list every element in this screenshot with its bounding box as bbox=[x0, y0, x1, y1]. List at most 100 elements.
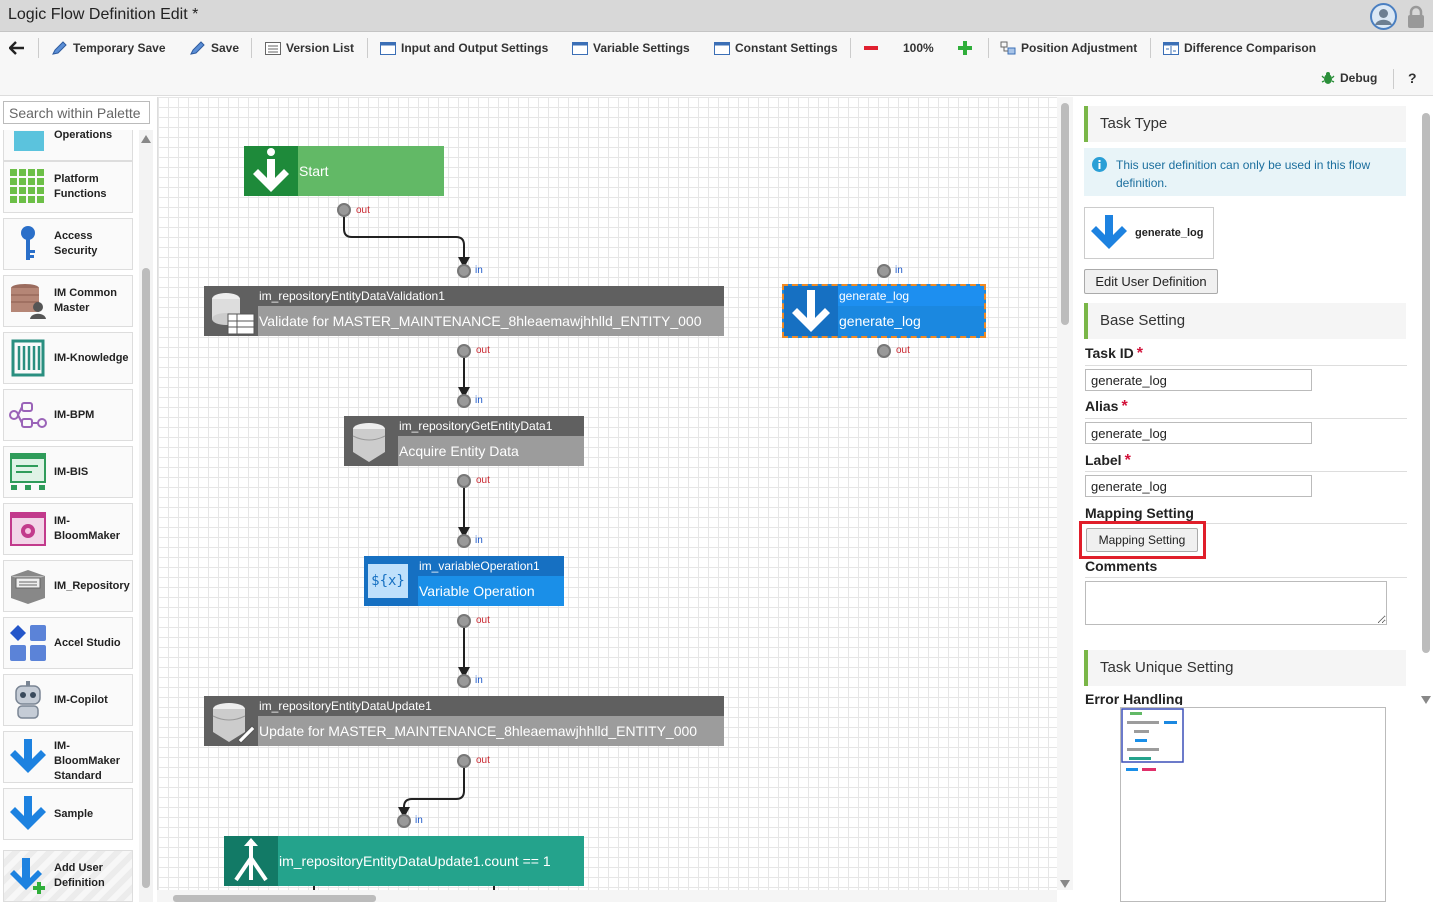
scroll-down-icon[interactable] bbox=[1060, 880, 1070, 888]
list-icon bbox=[265, 41, 281, 55]
window-title: Logic Flow Definition Edit * bbox=[8, 6, 199, 23]
out-port[interactable] bbox=[457, 474, 471, 488]
label-input[interactable] bbox=[1085, 475, 1312, 497]
palette-search-input[interactable] bbox=[3, 101, 150, 124]
out-port[interactable] bbox=[877, 344, 891, 358]
position-adjustment-button[interactable]: Position Adjustment bbox=[1000, 33, 1137, 63]
toolbar-divider bbox=[1393, 69, 1394, 89]
common-master-icon bbox=[11, 284, 46, 319]
in-port-label: in bbox=[415, 815, 423, 826]
task-generate-log[interactable]: generate_log generate_log bbox=[782, 284, 986, 338]
debug-label: Debug bbox=[1340, 71, 1378, 85]
scroll-up-icon[interactable] bbox=[141, 135, 151, 143]
palette-item-label: IM Common Master bbox=[54, 287, 117, 314]
in-port[interactable] bbox=[457, 264, 471, 278]
pen-icon bbox=[52, 41, 67, 55]
palette-item-sample[interactable]: Sample bbox=[3, 788, 133, 840]
alias-input[interactable] bbox=[1085, 422, 1312, 444]
start-node[interactable]: Start bbox=[244, 146, 444, 196]
title-bar: Logic Flow Definition Edit * bbox=[0, 0, 1433, 32]
in-port[interactable] bbox=[397, 814, 411, 828]
out-port[interactable] bbox=[457, 614, 471, 628]
properties-scrollbar[interactable] bbox=[1420, 109, 1432, 705]
palette-item-bis[interactable]: IM-BIS bbox=[3, 446, 133, 498]
canvas-horizontal-scrollbar[interactable] bbox=[157, 890, 1057, 902]
info-text: This user definition can only be used in… bbox=[1116, 158, 1371, 190]
knowledge-icon bbox=[11, 339, 45, 377]
scroll-down-icon[interactable] bbox=[1421, 696, 1431, 704]
key-icon bbox=[21, 226, 35, 260]
save-button[interactable]: Save bbox=[190, 33, 239, 63]
palette-item-label: Access Security bbox=[54, 230, 98, 257]
back-button[interactable] bbox=[9, 33, 25, 63]
save-label: Save bbox=[211, 41, 240, 55]
minimap-preview bbox=[1121, 708, 1184, 771]
palette-item-common-master[interactable]: IM Common Master bbox=[3, 275, 133, 327]
palette-item-accel-studio[interactable]: Accel Studio bbox=[3, 617, 133, 669]
flow-canvas[interactable]: Start out in im_repositoryEntityDataVali… bbox=[157, 97, 1057, 890]
variable-settings-button[interactable]: Variable Settings bbox=[572, 33, 690, 63]
palette-item-platform-functions[interactable]: Platform Functions bbox=[3, 161, 133, 213]
user-avatar-icon[interactable] bbox=[1370, 3, 1397, 30]
zoom-level: 100% bbox=[903, 41, 934, 55]
debug-button[interactable]: Debug bbox=[1321, 63, 1377, 93]
bug-icon bbox=[1321, 72, 1335, 84]
task-get-entity-data[interactable]: im_repositoryGetEntityData1 Acquire Enti… bbox=[344, 416, 584, 466]
task-variable-operation[interactable]: ${x} im_variableOperation1 Variable Oper… bbox=[364, 556, 564, 606]
in-port[interactable] bbox=[457, 674, 471, 688]
version-list-button[interactable]: Version List bbox=[265, 33, 354, 63]
palette-item-copilot[interactable]: IM-Copilot bbox=[3, 674, 133, 726]
start-icon bbox=[244, 146, 298, 196]
field-divider bbox=[1085, 471, 1407, 472]
constant-settings-button[interactable]: Constant Settings bbox=[714, 33, 838, 63]
difference-comparison-button[interactable]: Difference Comparison bbox=[1163, 33, 1316, 63]
palette-scroll-thumb[interactable] bbox=[142, 268, 150, 888]
palette-item-access-security[interactable]: Access Security bbox=[3, 218, 133, 270]
repository-validation-icon bbox=[204, 286, 258, 336]
task-update[interactable]: im_repositoryEntityDataUpdate1 Update fo… bbox=[204, 696, 724, 746]
comments-textarea[interactable] bbox=[1085, 581, 1387, 625]
minus-icon bbox=[864, 46, 878, 50]
toolbar-divider bbox=[367, 38, 368, 58]
edit-user-definition-button[interactable]: Edit User Definition bbox=[1084, 269, 1218, 294]
out-port[interactable] bbox=[337, 203, 351, 217]
palette-item-operations[interactable]: Operations bbox=[3, 130, 133, 161]
zoom-out-button[interactable] bbox=[864, 33, 878, 63]
label-label: Label* bbox=[1085, 452, 1131, 470]
add-user-definition-icon bbox=[10, 858, 45, 894]
palette-item-label: Add User Definition bbox=[54, 862, 105, 889]
temporary-save-button[interactable]: Temporary Save bbox=[52, 33, 166, 63]
task-id-input[interactable] bbox=[1085, 369, 1312, 391]
in-port[interactable] bbox=[457, 534, 471, 548]
task-condition[interactable]: im_repositoryEntityDataUpdate1.count == … bbox=[224, 836, 584, 886]
palette-item-bloommaker-standard[interactable]: IM-BloomMaker Standard bbox=[3, 731, 133, 783]
temporary-save-label: Temporary Save bbox=[73, 41, 166, 55]
help-button[interactable]: ? bbox=[1408, 70, 1417, 86]
lock-icon[interactable] bbox=[1405, 5, 1427, 29]
palette-item-bloommaker[interactable]: IM-BloomMaker bbox=[3, 503, 133, 555]
properties-scroll-thumb[interactable] bbox=[1422, 113, 1430, 653]
canvas-vertical-scroll-thumb[interactable] bbox=[1061, 103, 1069, 325]
in-port[interactable] bbox=[877, 264, 891, 278]
position-adjustment-label: Position Adjustment bbox=[1021, 41, 1138, 55]
out-port[interactable] bbox=[457, 344, 471, 358]
flow-minimap[interactable] bbox=[1120, 707, 1386, 902]
task-name: im_repositoryGetEntityData1 bbox=[399, 419, 553, 433]
palette-item-add-user-definition[interactable]: Add User Definition bbox=[3, 850, 133, 902]
canvas-horizontal-scroll-thumb[interactable] bbox=[173, 895, 376, 902]
in-port[interactable] bbox=[457, 394, 471, 408]
zoom-in-button[interactable] bbox=[958, 33, 972, 63]
palette-item-label: Sample bbox=[54, 807, 94, 820]
comments-label: Comments bbox=[1085, 558, 1158, 574]
task-validation[interactable]: im_repositoryEntityDataValidation1 Valid… bbox=[204, 286, 724, 336]
mapping-setting-button[interactable]: Mapping Setting bbox=[1086, 528, 1198, 552]
definition-name: generate_log bbox=[1135, 227, 1204, 239]
palette-item-knowledge[interactable]: IM-Knowledge bbox=[3, 332, 133, 384]
palette-item-bpm[interactable]: IM-BPM bbox=[3, 389, 133, 441]
palette-list: Operations Platform Functions Access Sec… bbox=[0, 130, 138, 902]
palette-item-repository[interactable]: IM_Repository bbox=[3, 560, 133, 612]
variable-icon-text: ${x} bbox=[368, 564, 408, 598]
out-port[interactable] bbox=[457, 754, 471, 768]
io-settings-button[interactable]: Input and Output Settings bbox=[380, 33, 548, 63]
field-divider bbox=[1085, 418, 1407, 419]
